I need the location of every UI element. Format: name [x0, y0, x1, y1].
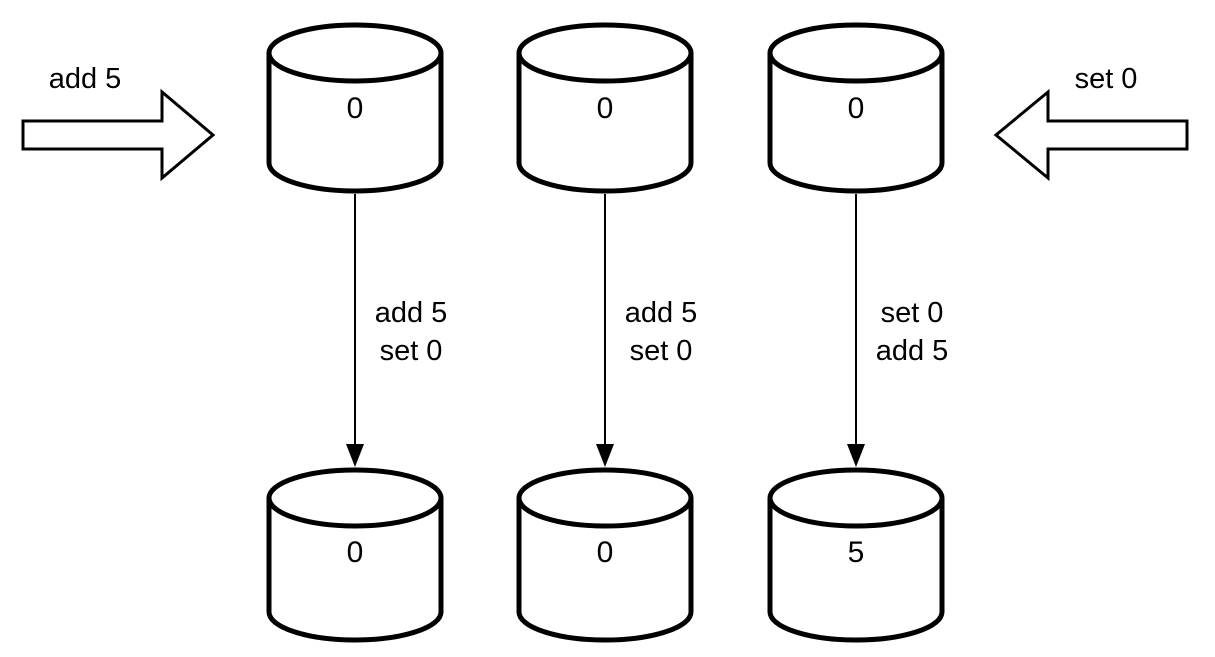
cylinder-body	[516, 53, 694, 194]
cylinder-body	[266, 53, 444, 194]
operation-label-1: add 5	[375, 297, 448, 329]
arrow-head-icon	[596, 444, 614, 467]
left-block-arrow-icon	[993, 88, 1189, 182]
initial-value-label: 0	[597, 92, 614, 125]
cylinder-top-ellipse	[266, 467, 444, 529]
initial-value-label: 0	[347, 92, 364, 125]
cylinder-body	[266, 498, 444, 643]
initial-state-cylinder: 0	[516, 22, 694, 194]
final-state-cylinder: 0	[266, 467, 444, 643]
incoming-operation-left: add 5	[21, 63, 216, 182]
operation-label-2: set 0	[630, 335, 693, 367]
final-value-label: 5	[848, 536, 865, 569]
replica-column-2: 0 add 5 set 0 0	[516, 22, 698, 643]
cylinder-body	[767, 498, 945, 643]
initial-value-label: 0	[848, 92, 865, 125]
cylinder-top-ellipse	[266, 22, 444, 84]
final-value-label: 0	[597, 536, 614, 569]
cylinder-body	[767, 53, 945, 194]
operation-label-2: add 5	[876, 335, 949, 367]
final-state-cylinder: 0	[516, 467, 694, 643]
final-state-cylinder: 5	[767, 467, 945, 643]
final-value-label: 0	[347, 536, 364, 569]
cylinder-top-ellipse	[516, 467, 694, 529]
initial-state-cylinder: 0	[266, 22, 444, 194]
operation-label-2: set 0	[380, 335, 443, 367]
arrow-head-icon	[847, 444, 865, 467]
arrow-head-icon	[346, 444, 364, 467]
cylinder-top-ellipse	[516, 22, 694, 84]
initial-state-cylinder: 0	[767, 22, 945, 194]
cylinder-body	[516, 498, 694, 643]
cylinder-top-ellipse	[767, 22, 945, 84]
operation-label-1: add 5	[625, 297, 698, 329]
replica-column-1: 0 add 5 set 0 0	[266, 22, 448, 643]
operation-label-1: set 0	[881, 297, 944, 329]
replica-column-3: 0 set 0 add 5 5	[767, 22, 949, 643]
incoming-operation-right: set 0	[993, 63, 1189, 182]
right-block-arrow-icon	[21, 88, 216, 182]
left-arrow-label: add 5	[49, 63, 122, 95]
right-arrow-label: set 0	[1075, 63, 1138, 95]
cylinder-top-ellipse	[767, 467, 945, 529]
